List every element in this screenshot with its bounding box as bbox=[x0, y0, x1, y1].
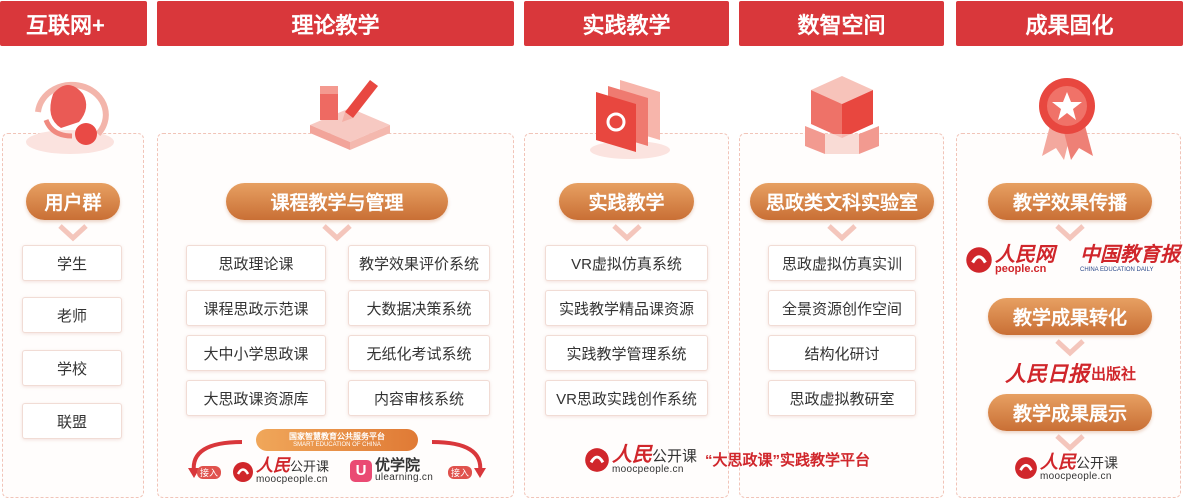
chevron-down-icon bbox=[58, 224, 88, 242]
cards-stack-icon bbox=[590, 80, 670, 159]
medal-icon bbox=[1039, 78, 1095, 160]
logo-rm-suffix: 公开课 bbox=[652, 448, 698, 465]
platform-badge-label: 国家智慧教育公共服务平台 bbox=[289, 431, 385, 441]
connect-arrow-right-icon bbox=[431, 440, 486, 478]
item-bigdata-system: 大数据决策系统 bbox=[348, 290, 490, 326]
item-vr-simulation: VR虚拟仿真系统 bbox=[545, 245, 708, 281]
item-student: 学生 bbox=[22, 245, 122, 281]
logo-press-text: 人民日报 bbox=[1005, 361, 1089, 386]
logo-yxy-text: 优学院 bbox=[375, 457, 421, 474]
header-practice-teaching: 实践教学 bbox=[524, 1, 729, 46]
pill-practice-teaching: 实践教学 bbox=[559, 183, 694, 220]
renmin-logo-icon bbox=[1015, 457, 1037, 479]
item-practice-resources: 实践教学精品课资源 bbox=[545, 290, 708, 326]
logo-china-education-daily: 中国教育报 CHINA EDUCATION DAILY bbox=[1080, 244, 1180, 273]
logo-rm-url: moocpeople.cn bbox=[256, 474, 328, 485]
pill-user-group: 用户群 bbox=[26, 183, 120, 220]
chevron-down-icon bbox=[1055, 224, 1085, 242]
chevron-down-icon bbox=[322, 224, 352, 242]
people-logo-icon bbox=[966, 246, 992, 273]
item-content-review: 内容审核系统 bbox=[348, 380, 490, 416]
pill-course-management: 课程教学与管理 bbox=[226, 183, 448, 220]
logo-rm-suffix: 公开课 bbox=[290, 459, 330, 474]
users-chat-icon bbox=[26, 81, 114, 154]
renmin-logo-icon bbox=[233, 461, 253, 482]
logo-press-suffix: 出版社 bbox=[1091, 365, 1137, 383]
item-alliance: 联盟 bbox=[22, 403, 122, 439]
logo-edu-text: 中国教育报 bbox=[1080, 242, 1180, 266]
logo-renmin-mooc-showcase: 人民公开课 moocpeople.cn bbox=[1014, 454, 1118, 482]
platform-badge-en: SMART EDUCATION OF CHINA bbox=[293, 441, 381, 448]
pill-liberal-arts-lab: 思政类文科实验室 bbox=[750, 183, 934, 220]
connect-label-right: 接入 bbox=[448, 466, 473, 479]
renmin-logo-icon bbox=[585, 447, 609, 472]
ulearning-logo-icon: U bbox=[350, 459, 372, 482]
logo-renmin-mooc-practice: 人民公开课 moocpeople.cn “大思政课”实践教学平台 bbox=[584, 444, 870, 475]
item-resource-library: 大思政课资源库 bbox=[186, 380, 326, 416]
chevron-down-icon bbox=[827, 224, 857, 242]
pill-result-showcase: 教学成果展示 bbox=[988, 394, 1152, 431]
item-evaluation-system: 教学效果评价系统 bbox=[348, 245, 490, 281]
item-demo-course: 课程思政示范课 bbox=[186, 290, 326, 326]
logo-renmin-mooc: 人民公开课 moocpeople.cn bbox=[232, 458, 329, 485]
platform-badge: 国家智慧教育公共服务平台 SMART EDUCATION OF CHINA bbox=[256, 429, 418, 451]
practice-platform-tagline: “大思政课”实践教学平台 bbox=[705, 452, 871, 469]
item-structured-seminar: 结构化研讨 bbox=[768, 335, 916, 371]
item-k12-course: 大中小学思政课 bbox=[186, 335, 326, 371]
item-paperless-exam: 无纸化考试系统 bbox=[348, 335, 490, 371]
item-ideology-course: 思政理论课 bbox=[186, 245, 326, 281]
logo-rm-text: 人民 bbox=[1040, 452, 1076, 473]
cubes-icon bbox=[805, 76, 879, 154]
logo-people-url: people.cn bbox=[995, 263, 1047, 275]
connect-label-left: 接入 bbox=[197, 466, 222, 479]
pencil-blocks-icon bbox=[310, 80, 390, 150]
pill-result-transform: 教学成果转化 bbox=[988, 298, 1152, 335]
header-digital-space: 数智空间 bbox=[739, 1, 944, 46]
logo-edu-en: CHINA EDUCATION DAILY bbox=[1080, 267, 1154, 273]
item-practice-management: 实践教学管理系统 bbox=[545, 335, 708, 371]
logo-rm-url: moocpeople.cn bbox=[612, 464, 684, 475]
header-results: 成果固化 bbox=[956, 1, 1183, 46]
item-virtual-research-room: 思政虚拟教研室 bbox=[768, 380, 916, 416]
item-panorama-space: 全景资源创作空间 bbox=[768, 290, 916, 326]
logo-ulearning: U 优学院 ulearning.cn bbox=[350, 458, 433, 483]
chevron-down-icon bbox=[1055, 339, 1085, 357]
logo-people-text: 人民网 bbox=[995, 242, 1055, 266]
header-theory-teaching: 理论教学 bbox=[157, 1, 514, 46]
logo-rm-suffix: 公开课 bbox=[1076, 455, 1118, 471]
logo-rm-text: 人民 bbox=[256, 456, 290, 476]
chevron-down-icon bbox=[612, 224, 642, 242]
header-internet-plus: 互联网+ bbox=[0, 1, 147, 46]
chevron-down-icon bbox=[1055, 434, 1085, 452]
item-virtual-training: 思政虚拟仿真实训 bbox=[768, 245, 916, 281]
item-teacher: 老师 bbox=[22, 297, 122, 333]
logo-rm-url: moocpeople.cn bbox=[1040, 471, 1112, 482]
pill-effect-spread: 教学效果传播 bbox=[988, 183, 1152, 220]
logo-rm-text: 人民 bbox=[612, 442, 652, 466]
logo-peoples-daily-press: 人民日报 出版社 bbox=[1005, 358, 1136, 388]
item-vr-creation: VR思政实践创作系统 bbox=[545, 380, 708, 416]
logo-people-cn: 人民网 people.cn bbox=[965, 244, 1055, 275]
logo-yxy-url: ulearning.cn bbox=[375, 472, 434, 483]
item-school: 学校 bbox=[22, 350, 122, 386]
